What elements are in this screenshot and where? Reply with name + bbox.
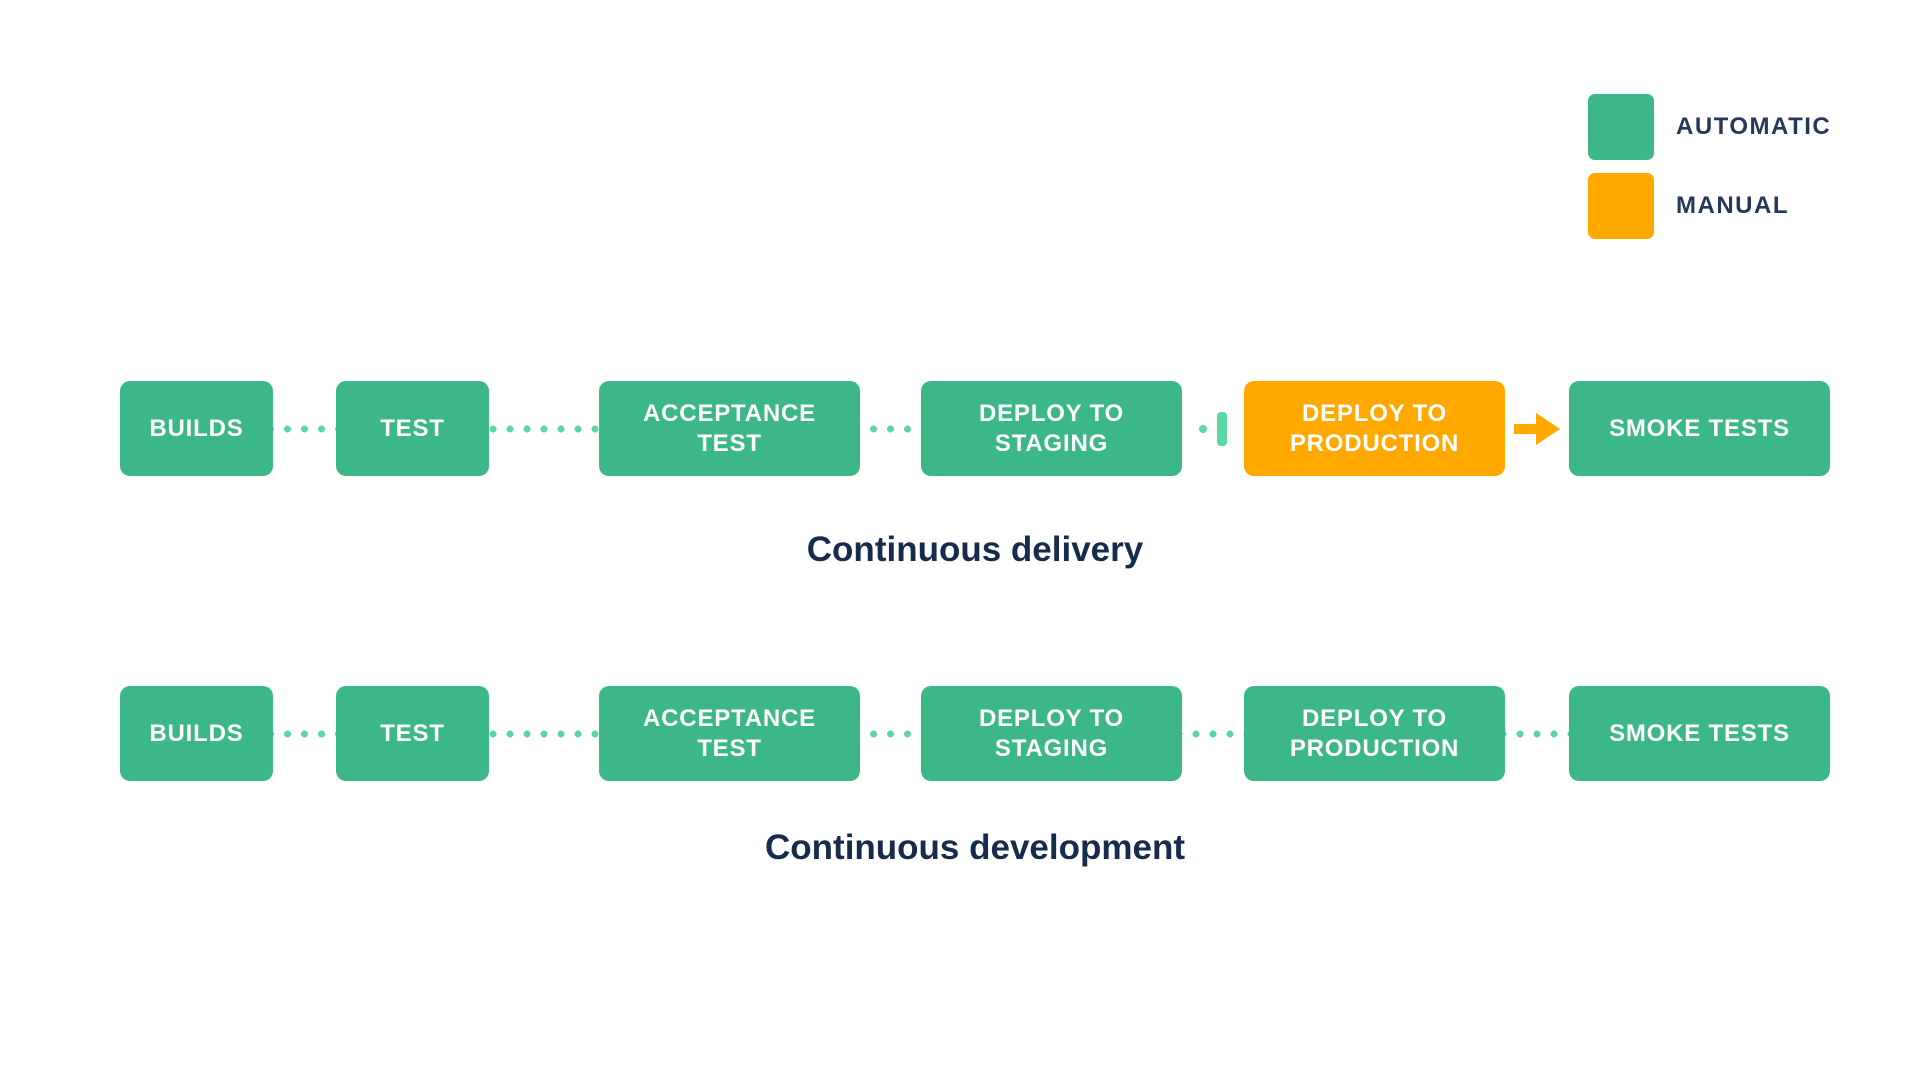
pause-dot-icon bbox=[1199, 424, 1207, 433]
legend-label-manual: MANUAL bbox=[1676, 192, 1789, 219]
dotted-connector bbox=[489, 424, 599, 433]
legend-item-manual: MANUAL bbox=[1588, 173, 1831, 239]
step-acceptance-test: ACCEPTANCE TEST bbox=[599, 381, 860, 476]
pipeline-continuous-delivery: BUILDS TEST ACCEPTANCE TEST DEPLOY TO ST… bbox=[120, 381, 1830, 476]
step-acceptance-test: ACCEPTANCE TEST bbox=[599, 686, 860, 781]
dotted-connector bbox=[273, 729, 336, 738]
step-deploy-to-production-manual: DEPLOY TO PRODUCTION bbox=[1244, 381, 1505, 476]
step-builds: BUILDS bbox=[120, 381, 273, 476]
step-builds: BUILDS bbox=[120, 686, 273, 781]
step-deploy-to-staging: DEPLOY TO STAGING bbox=[921, 686, 1182, 781]
step-smoke-tests: SMOKE TESTS bbox=[1569, 381, 1830, 476]
manual-color-swatch bbox=[1588, 173, 1654, 239]
dotted-connector bbox=[860, 424, 921, 433]
step-deploy-to-production: DEPLOY TO PRODUCTION bbox=[1244, 686, 1505, 781]
legend-item-automatic: AUTOMATIC bbox=[1588, 94, 1831, 160]
caption-continuous-delivery: Continuous delivery bbox=[806, 530, 1144, 569]
dotted-connector bbox=[860, 729, 921, 738]
step-test: TEST bbox=[336, 381, 489, 476]
step-deploy-to-staging: DEPLOY TO STAGING bbox=[921, 381, 1182, 476]
legend: AUTOMATIC MANUAL bbox=[1588, 94, 1831, 239]
pause-marker bbox=[1182, 411, 1244, 447]
pipeline-continuous-development: BUILDS TEST ACCEPTANCE TEST DEPLOY TO ST… bbox=[120, 686, 1830, 781]
dotted-connector bbox=[1505, 729, 1569, 738]
automatic-color-swatch bbox=[1588, 94, 1654, 160]
manual-arrow-icon bbox=[1505, 412, 1569, 446]
dotted-connector bbox=[1182, 729, 1244, 738]
step-test: TEST bbox=[336, 686, 489, 781]
dotted-connector bbox=[489, 729, 599, 738]
step-smoke-tests: SMOKE TESTS bbox=[1569, 686, 1830, 781]
caption-continuous-development: Continuous development bbox=[765, 828, 1185, 867]
dotted-connector bbox=[273, 424, 336, 433]
pause-bar-icon bbox=[1217, 411, 1227, 446]
legend-label-automatic: AUTOMATIC bbox=[1676, 113, 1832, 140]
